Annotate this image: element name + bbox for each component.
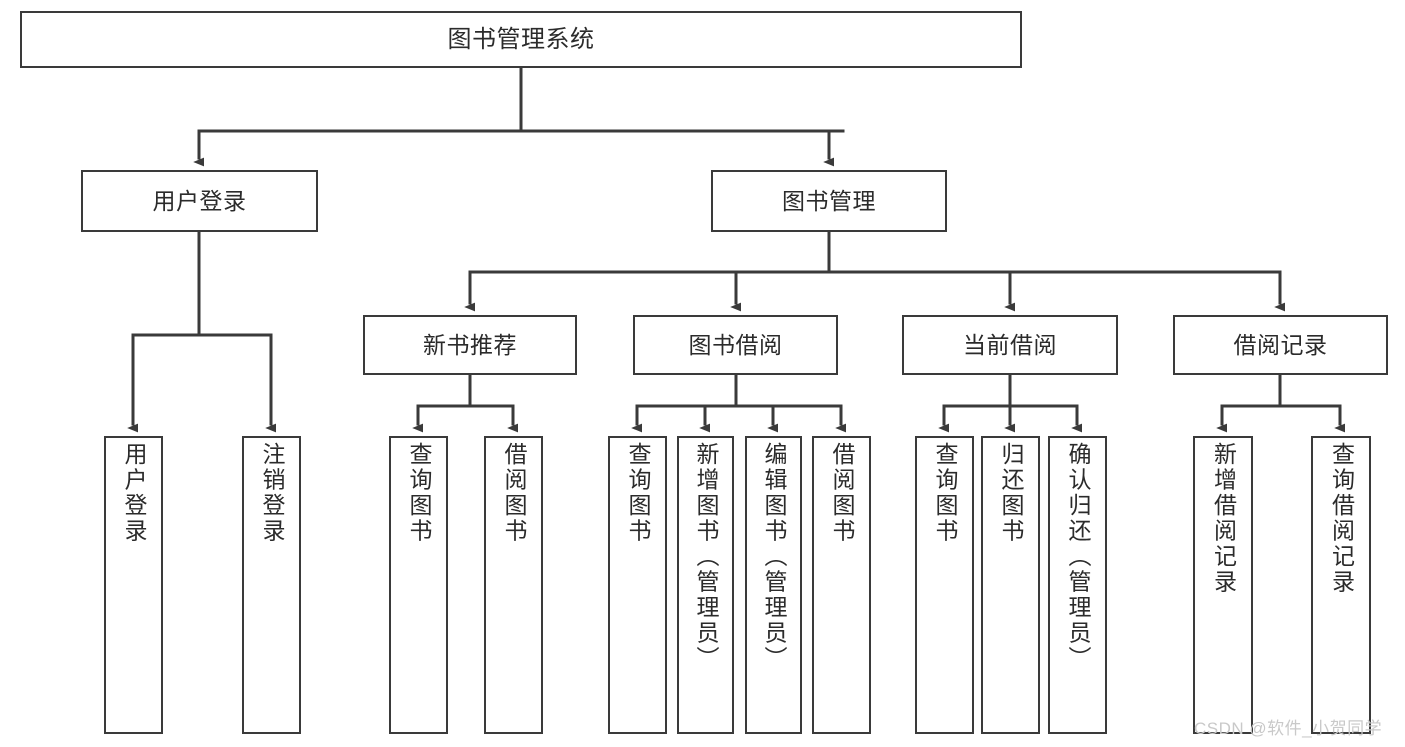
node-label: 新增借阅记录 [1210,442,1237,595]
node-label: 查询图书 [625,442,651,544]
node-new-book-recommendation[interactable]: 新书推荐 [363,315,577,375]
leaf-return-books[interactable]: 归还图书 [981,436,1040,734]
node-label: 用户登录 [152,187,247,214]
node-label: 查询图书 [932,442,958,544]
node-label: 用户登录 [121,442,147,544]
leaf-add-book-admin[interactable]: 新增图书（管理员） [677,436,734,734]
node-label: 新书推荐 [423,331,517,358]
node-borrowing-records[interactable]: 借阅记录 [1173,315,1388,375]
node-label: 借阅图书 [501,442,527,544]
leaf-borrow-books-recommend[interactable]: 借阅图书 [484,436,543,734]
node-label: 确认归还（管理员） [1065,442,1091,672]
node-label: 当前借阅 [963,331,1057,358]
node-current-borrowing[interactable]: 当前借阅 [902,315,1118,375]
node-user-login[interactable]: 用户登录 [81,170,318,232]
leaf-edit-book-admin[interactable]: 编辑图书（管理员） [745,436,802,734]
node-label: 注销登录 [259,442,285,544]
node-label: 查询借阅记录 [1328,442,1355,595]
node-label: 新增图书（管理员） [693,442,719,672]
node-root-book-management-system[interactable]: 图书管理系统 [20,11,1022,68]
node-label: 借阅记录 [1233,331,1328,358]
leaf-logout[interactable]: 注销登录 [242,436,301,734]
leaf-query-books-recommend[interactable]: 查询图书 [389,436,448,734]
leaf-user-login[interactable]: 用户登录 [104,436,163,734]
leaf-query-books-current[interactable]: 查询图书 [915,436,974,734]
node-label: 查询图书 [406,442,432,544]
node-label: 借阅图书 [829,442,855,544]
node-book-management[interactable]: 图书管理 [711,170,947,232]
leaf-confirm-return-admin[interactable]: 确认归还（管理员） [1048,436,1107,734]
leaf-add-borrow-record[interactable]: 新增借阅记录 [1193,436,1253,734]
node-label: 图书借阅 [688,331,783,358]
node-book-borrowing[interactable]: 图书借阅 [633,315,838,375]
node-label: 图书管理 [782,187,876,214]
node-label: 编辑图书（管理员） [761,442,787,672]
leaf-borrow-books[interactable]: 借阅图书 [812,436,871,734]
leaf-query-books-borrow[interactable]: 查询图书 [608,436,667,734]
node-label: 图书管理系统 [447,25,595,53]
leaf-query-borrow-record[interactable]: 查询借阅记录 [1311,436,1371,734]
node-label: 归还图书 [998,442,1024,544]
